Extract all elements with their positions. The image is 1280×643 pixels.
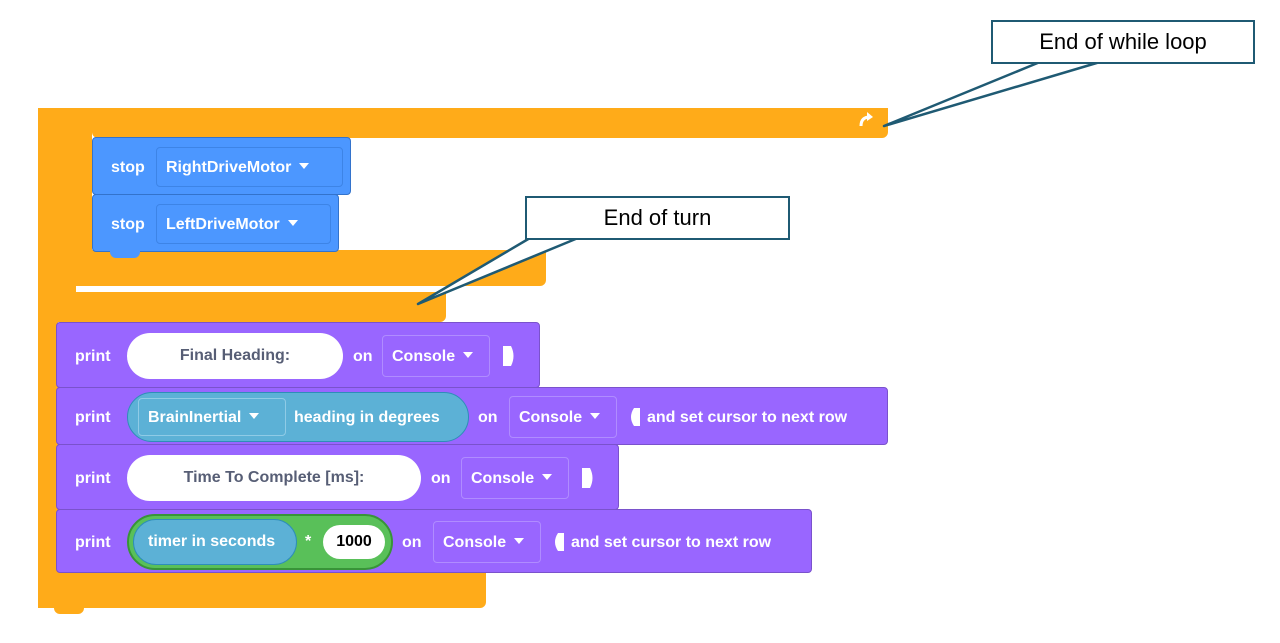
console-name: Console [392, 348, 456, 365]
stop-label: stop [111, 159, 145, 176]
turn-callout: End of turn [525, 196, 790, 240]
outer-control-bottom[interactable] [38, 572, 486, 608]
print-label: print [75, 409, 111, 426]
time-text-field[interactable]: Time To Complete [ms]: [127, 455, 421, 501]
print-time-block[interactable]: print Time To Complete [ms]: on Console [56, 444, 619, 510]
on-label: on [478, 409, 498, 426]
final-heading-text-field[interactable]: Final Heading: [127, 333, 343, 379]
sensor-name: BrainInertial [148, 409, 242, 426]
on-label: on [353, 348, 373, 365]
caret-icon [514, 537, 525, 544]
while-loop-bottom[interactable] [92, 108, 888, 138]
text-value: Time To Complete [ms]: [183, 469, 365, 486]
outer-control-notch [54, 606, 84, 614]
print-heading-block[interactable]: print BrainInertial heading in degrees o… [56, 387, 888, 445]
expand-arrow-icon[interactable] [580, 467, 596, 489]
collapse-arrow-icon[interactable] [553, 532, 565, 552]
loop-arrow-icon [859, 112, 873, 127]
multiply-operator[interactable]: timer in seconds * 1000 [127, 514, 393, 570]
print-label: print [75, 470, 111, 487]
caret-icon [287, 219, 298, 226]
console-dropdown[interactable]: Console [461, 457, 569, 499]
callout-text: End of while loop [1039, 29, 1207, 54]
while-loop-callout: End of while loop [991, 20, 1255, 64]
collapse-arrow-icon[interactable] [629, 407, 641, 427]
timer-reporter-label: timer in seconds [148, 533, 276, 550]
heading-reporter[interactable]: BrainInertial heading in degrees [127, 392, 469, 442]
stop-label: stop [111, 216, 145, 233]
print-label: print [75, 348, 111, 365]
console-name: Console [443, 534, 507, 551]
console-name: Console [519, 409, 583, 426]
turn-control-arm [76, 108, 92, 286]
stop-block-notch [110, 250, 140, 258]
if-control-bottom[interactable] [58, 292, 446, 322]
print-label: print [75, 534, 111, 551]
brain-inertial-dropdown[interactable]: BrainInertial [138, 398, 286, 436]
operand-field[interactable]: 1000 [323, 525, 385, 559]
console-dropdown[interactable]: Console [509, 396, 617, 438]
motor-name: RightDriveMotor [166, 159, 292, 176]
expand-arrow-icon[interactable] [501, 345, 517, 367]
text-value: Final Heading: [179, 347, 291, 364]
caret-icon [299, 162, 310, 169]
operand-value: 1000 [336, 533, 372, 550]
on-label: on [402, 534, 422, 551]
on-label: on [431, 470, 451, 487]
callout-text: End of turn [603, 205, 712, 230]
next-row-label: and set cursor to next row [571, 534, 772, 551]
caret-icon [542, 473, 553, 480]
print-timer-block[interactable]: print timer in seconds * 1000 on Console… [56, 509, 812, 573]
console-name: Console [471, 470, 535, 487]
caret-icon [249, 412, 260, 419]
heading-reporter-label: heading in degrees [294, 409, 440, 426]
console-dropdown[interactable]: Console [382, 335, 490, 377]
outer-control-arm [38, 108, 58, 608]
print-final-heading-block[interactable]: print Final Heading: on Console [56, 322, 540, 388]
if-control-arm [58, 108, 76, 322]
caret-icon [590, 412, 601, 419]
console-dropdown[interactable]: Console [433, 521, 541, 563]
operator-symbol: * [305, 533, 312, 550]
motor-name: LeftDriveMotor [166, 216, 280, 233]
right-drive-motor-dropdown[interactable]: RightDriveMotor [156, 147, 343, 187]
caret-icon [463, 351, 474, 358]
timer-reporter[interactable]: timer in seconds [133, 519, 297, 565]
left-drive-motor-dropdown[interactable]: LeftDriveMotor [156, 204, 331, 244]
stop-left-motor-block[interactable]: stop LeftDriveMotor [92, 194, 339, 252]
next-row-label: and set cursor to next row [647, 409, 848, 426]
stop-right-motor-block[interactable]: stop RightDriveMotor [92, 137, 351, 195]
